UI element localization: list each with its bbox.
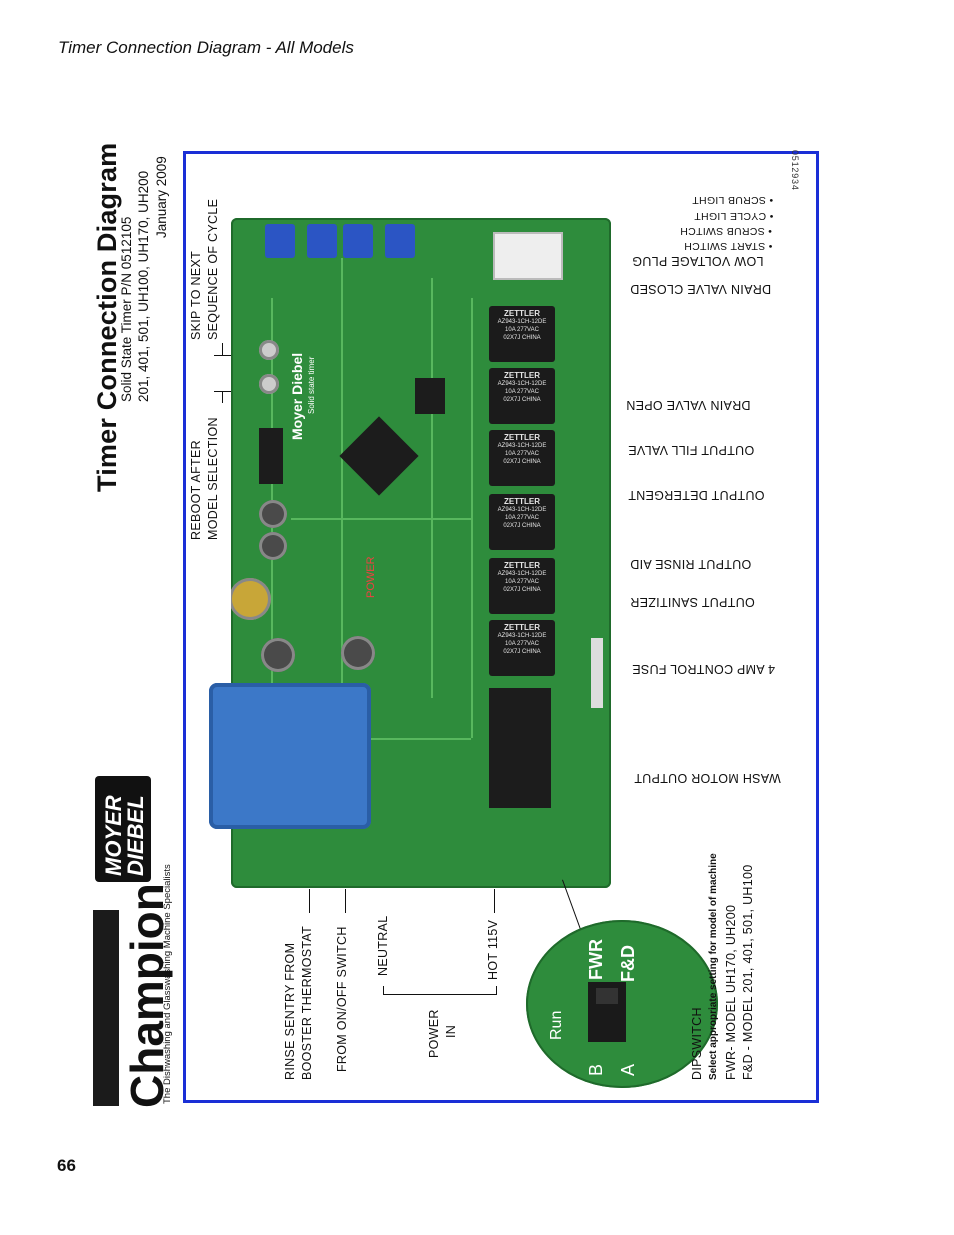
wash-motor-output-label: WASH MOTOR OUTPUT xyxy=(634,771,781,785)
skip-label-line2: SEQUENCE OF CYCLE xyxy=(206,198,220,340)
control-fuse-label: 4 AMP CONTROL FUSE xyxy=(632,662,775,676)
low-voltage-plug-label: LOW VOLTAGE PLUG xyxy=(632,254,764,268)
low-voltage-item-scrub-light: • SCRUB LIGHT xyxy=(692,194,774,206)
dipswitch-title: DIPSWITCH xyxy=(690,1007,704,1080)
wash-motor-relay xyxy=(489,688,551,808)
rinse-sentry-leader xyxy=(309,889,310,913)
champion-logo-bar xyxy=(93,910,119,1106)
control-fuse xyxy=(591,638,603,708)
power-in-label-line2: IN xyxy=(444,1024,458,1038)
board-power-text: POWER xyxy=(365,556,377,598)
step-button xyxy=(259,340,279,360)
capacitor xyxy=(259,500,287,528)
hot-115v-label: HOT 115V xyxy=(486,919,500,980)
dipswitch-inset: FWR F&D Run B A xyxy=(526,920,718,1088)
inset-a-text: A xyxy=(618,1063,638,1076)
drain-valve-open-label: DRAIN VALVE OPEN xyxy=(626,398,751,412)
output-fill-valve-label: OUTPUT FILL VALVE xyxy=(628,443,755,457)
capacitor xyxy=(341,636,375,670)
skip-label-line1: SKIP TO NEXT xyxy=(189,250,203,340)
rinse-sentry-label-line1: RINSE SENTRY FROM xyxy=(283,942,297,1080)
output-detergent-label: OUTPUT DETERGENT xyxy=(628,488,765,502)
dipswitch-fd: F&D - MODEL 201, 401, 501, UH100 xyxy=(741,864,755,1080)
diagram-subtitle: Solid State Timer P/N 0512105 xyxy=(119,216,134,402)
reboot-label-line2: MODEL SELECTION xyxy=(206,417,220,540)
on-off-leader xyxy=(345,889,346,913)
output-sanitizer-label: OUTPUT SANITIZER xyxy=(630,595,755,609)
inset-fwr-text: FWR xyxy=(586,939,606,980)
microcontroller-chip xyxy=(339,416,419,496)
power-in-label-line1: POWER xyxy=(427,1009,441,1058)
on-off-switch-label: FROM ON/OFF SWITCH xyxy=(335,926,349,1072)
low-voltage-item-cycle-light: • CYCLE LIGHT xyxy=(694,210,774,222)
reboot-label-line1: REBOOT AFTER xyxy=(189,440,203,540)
timer-circuit-board: Moyer Diebel Solid state timer POWER ZET… xyxy=(231,218,611,888)
board-brand: Moyer Diebel xyxy=(289,352,305,440)
reset-button xyxy=(259,374,279,394)
reboot-leader xyxy=(222,391,223,403)
diagram-models: 201, 401, 501, UH100, UH170, UH200 xyxy=(136,170,151,402)
doc-code: 0512934 xyxy=(790,150,800,191)
connector xyxy=(259,428,283,484)
skip-leader xyxy=(222,343,223,355)
battery xyxy=(231,578,271,620)
potentiometer xyxy=(385,224,415,258)
transformer xyxy=(209,683,371,829)
inset-b-text: B xyxy=(586,1063,606,1076)
moyer-diebel-logo: MOYER DIEBEL xyxy=(95,776,151,882)
potentiometer xyxy=(343,224,373,258)
neutral-label: NEUTRAL xyxy=(376,915,390,976)
capacitor xyxy=(261,638,295,672)
board-model: Solid state timer xyxy=(307,356,316,414)
inset-fd-text: F&D xyxy=(618,945,638,982)
dipswitch-fwr: FWR- MODEL UH170, UH200 xyxy=(724,904,738,1080)
rinse-sentry-label-line2: BOOSTER THERMOSTAT xyxy=(300,925,314,1080)
page-number: 66 xyxy=(57,1156,76,1175)
potentiometer xyxy=(265,224,295,258)
hot-leader xyxy=(494,889,495,913)
low-voltage-plug xyxy=(493,232,563,280)
inset-run-text: Run xyxy=(548,1010,565,1040)
low-voltage-item-start: • START SWITCH xyxy=(684,240,773,252)
output-rinse-aid-label: OUTPUT RINSE AID xyxy=(630,557,752,571)
ic-chip xyxy=(415,378,445,414)
low-voltage-item-scrub-switch: • SCRUB SWITCH xyxy=(680,225,772,237)
dipswitch-note: Select appropriate setting for model of … xyxy=(708,853,719,1080)
diagram-date: January 2009 xyxy=(154,156,169,238)
dipswitch xyxy=(588,982,626,1042)
potentiometer xyxy=(307,224,337,258)
diagram-frame xyxy=(183,151,819,1103)
page-header-title: Timer Connection Diagram - All Models xyxy=(58,38,354,57)
brand-tagline: The Dishwashing and Glasswashing Machine… xyxy=(162,864,173,1104)
capacitor xyxy=(259,532,287,560)
power-bracket xyxy=(383,994,497,995)
drain-valve-closed-label: DRAIN VALVE CLOSED xyxy=(630,282,772,296)
